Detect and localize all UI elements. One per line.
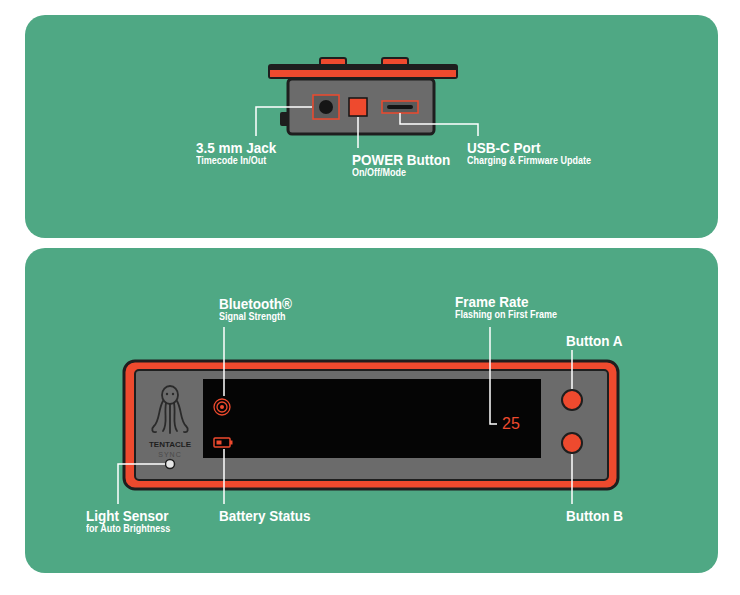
leader-line [571,454,573,504]
bluetooth-icon [214,399,230,415]
leader-line [571,350,573,389]
leader-line [118,464,165,504]
part-label: USB-C Port [467,140,541,155]
part-sublabel: Charging & Firmware Update [467,156,591,166]
part-sublabel: On/Off/Mode [352,168,406,178]
top-edge [268,64,458,79]
frame-rate-readout: 25 [502,416,520,432]
part-sublabel: Timecode In/Out [196,156,266,166]
leader-line [223,327,225,396]
octopus-logo [169,404,171,433]
part-sublabel: Signal Strength [219,312,286,322]
front-face [135,370,608,480]
leader-line [490,327,497,424]
bluetooth-icon [220,405,224,409]
part-label: Bluetooth® [219,296,292,311]
power-button [349,98,367,116]
battery-level [217,441,222,445]
button-a [562,390,582,410]
leader-line [357,117,359,148]
side-view-device [268,58,458,134]
usb-c-slot [387,105,413,109]
front-housing [124,361,618,489]
part-sublabel: Flashing on First Frame [455,310,557,320]
octopus-logo [152,386,187,433]
light-sensor [166,460,175,469]
logo-text: SYNC [158,451,181,458]
octopus-logo [152,401,163,432]
battery-icon [214,438,230,447]
jack-frame [313,95,339,119]
panels [25,15,718,573]
part-label: Battery Status [219,508,311,523]
bottom-panel [25,248,718,573]
front-view-device [124,361,618,489]
octopus-eye [166,393,168,395]
part-label: 3.5 mm Jack [196,140,276,155]
usb-c-frame [382,101,418,113]
octopus-logo [174,403,177,431]
part-label: Button A [566,333,622,348]
part-label: Light Sensor [86,508,169,523]
display-screen: 25 [203,379,541,458]
top-panel [25,15,718,238]
part-label: Frame Rate [455,294,529,309]
bluetooth-icon [217,402,227,412]
part-sublabel: for Auto Brightness [86,524,170,534]
leader-line [400,113,478,136]
octopus-logo [162,386,178,404]
jack-socket [319,100,333,114]
button-b [562,433,582,453]
leader-lines [118,107,572,504]
leader-line [223,449,225,504]
octopus-eye [172,393,174,395]
part-label: Button B [566,508,623,523]
octopus-logo [177,401,188,432]
logo-text: TENTACLE [149,441,191,449]
octopus-logo [163,403,166,431]
part-label: POWER Button [352,152,450,167]
leader-line [256,107,312,136]
battery-terminal [230,441,233,445]
top-edge-stripe [270,70,456,77]
